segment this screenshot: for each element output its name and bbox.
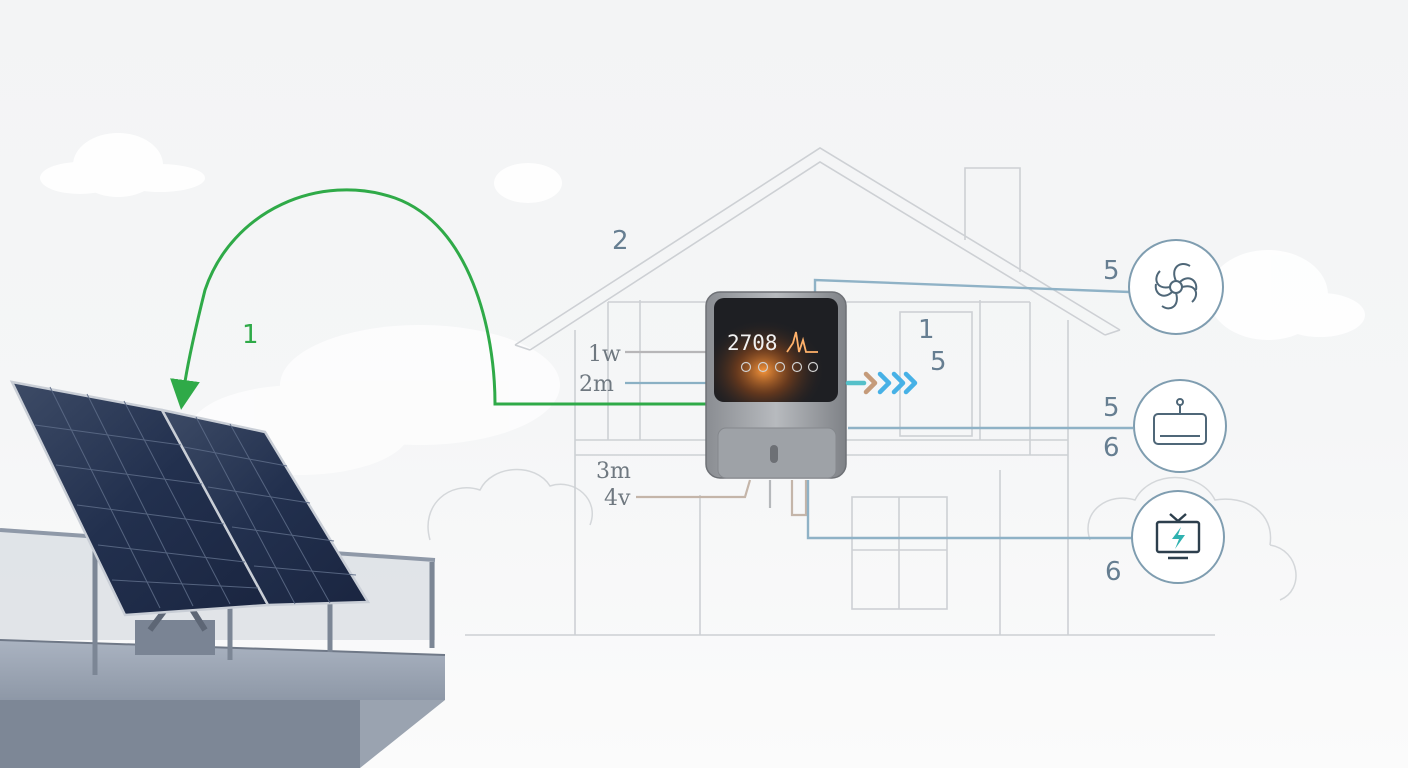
cloud-icon bbox=[40, 133, 205, 197]
solar-flow-arrow bbox=[170, 188, 708, 410]
label-solar-flow: 1 bbox=[242, 320, 259, 350]
tv-icon bbox=[1131, 490, 1225, 584]
label-router-bottom: 6 bbox=[1103, 433, 1120, 463]
label-fan: 5 bbox=[1103, 256, 1120, 286]
label-wire-1: 1w bbox=[588, 342, 621, 367]
label-wire-3: 3m bbox=[596, 459, 631, 484]
cloud-icon bbox=[427, 468, 593, 541]
label-router-top: 5 bbox=[1103, 393, 1120, 423]
output-lines bbox=[806, 278, 1133, 540]
label-house: 2 bbox=[612, 226, 629, 256]
label-output-top: 1 bbox=[918, 315, 935, 345]
cloud-icon bbox=[1208, 250, 1365, 340]
inverter-display-value: 2708 bbox=[727, 331, 778, 355]
waveform-icon bbox=[786, 331, 818, 353]
inverter-device: 2708 bbox=[705, 291, 847, 479]
label-output-mid: 5 bbox=[930, 347, 947, 377]
cloud-icon bbox=[1087, 476, 1297, 601]
label-wire-4: 4v bbox=[604, 486, 631, 511]
cloud-icon bbox=[494, 163, 562, 203]
label-wire-2: 2m bbox=[579, 372, 614, 397]
router-icon bbox=[1133, 379, 1227, 473]
input-wires bbox=[625, 350, 808, 517]
solar-panel bbox=[9, 380, 371, 617]
output-arrows-icon bbox=[845, 371, 918, 395]
inverter-buttons bbox=[740, 361, 819, 373]
label-tv: 6 bbox=[1105, 557, 1122, 587]
fan-icon bbox=[1128, 239, 1224, 335]
cloud-icon bbox=[190, 325, 560, 475]
